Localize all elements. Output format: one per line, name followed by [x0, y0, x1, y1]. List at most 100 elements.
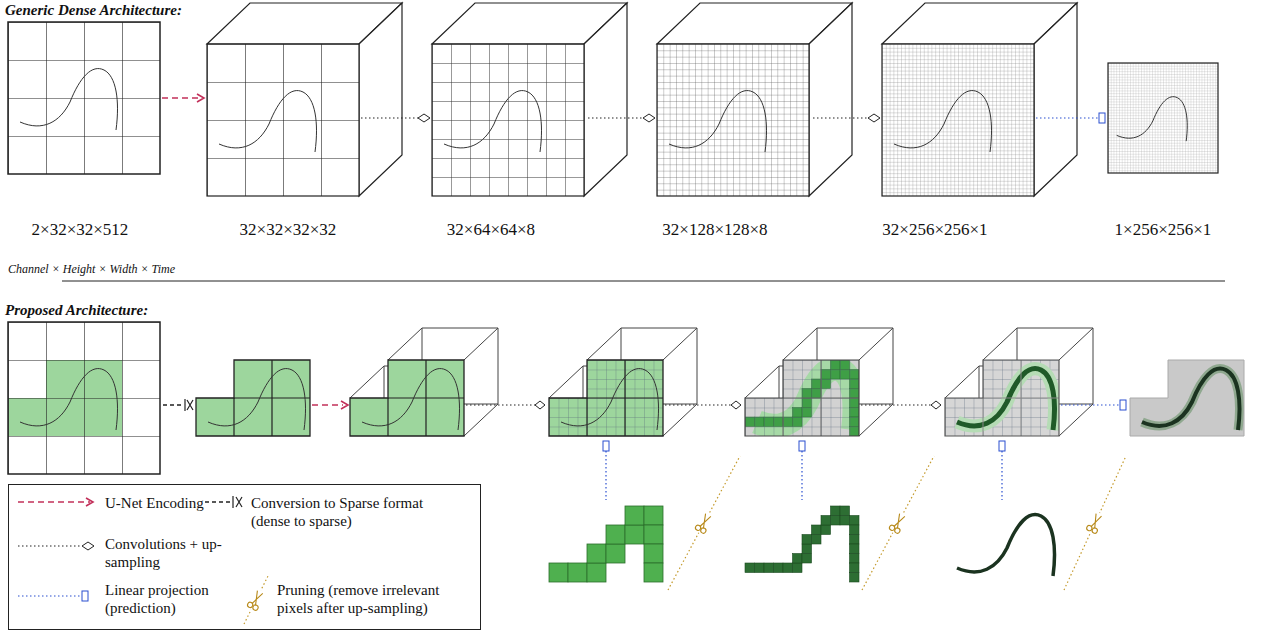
- sparse-feature-volume: [350, 360, 464, 436]
- legend-symbol: [82, 591, 88, 601]
- legend-symbol: [246, 587, 267, 612]
- pruned-feature-volume: [983, 360, 1059, 436]
- pruning-symbol: [1090, 514, 1101, 529]
- dense-feature-cube: [669, 91, 767, 152]
- conv-upsample-connector: [731, 401, 741, 409]
- linear-projection-connector: [1099, 113, 1105, 123]
- input-feature-grid: [8, 322, 160, 474]
- linear-projection-connector: [1036, 113, 1105, 123]
- sparse-feature-volume: [350, 328, 498, 436]
- unet-encoding-arrow: [312, 401, 348, 409]
- dense-feature-cube: [894, 91, 992, 152]
- dense-feature-cube: [207, 44, 359, 196]
- linear-projection-connector: [603, 400, 1126, 500]
- sparse-conversion-arrow: [163, 404, 184, 405]
- conv-upsample-connector: [868, 114, 880, 122]
- input-feature-grid: [20, 369, 118, 430]
- conv-upsample-connector: [466, 404, 535, 405]
- dimension-label: 2×32×32×512: [32, 220, 129, 240]
- legend-text: U-Net Encoding: [105, 494, 204, 512]
- legend-symbol: [82, 542, 94, 550]
- linear-projection-connector: [799, 441, 805, 451]
- legend-symbol: [246, 587, 267, 612]
- conv-upsample-connector: [588, 117, 643, 118]
- dense-feature-cube: [1034, 3, 1077, 196]
- pruning-symbol: [694, 510, 715, 535]
- pruning-symbol: [694, 510, 715, 535]
- sparse-feature-volume: [587, 360, 663, 436]
- legend-symbol: [233, 496, 242, 508]
- dimension-label: 32×64×64×8: [447, 220, 535, 240]
- legend-symbol: [244, 576, 268, 624]
- legend-symbol: [18, 496, 268, 624]
- sparse-feature-volume: [549, 360, 663, 436]
- conv-upsample-connector: [466, 401, 941, 409]
- pruned-feature-volume: [945, 328, 1093, 436]
- pruned-feature-volume: [745, 328, 893, 436]
- input-feature-grid: [20, 69, 118, 130]
- pruning-symbol: [862, 456, 934, 590]
- sparse-feature-volume: [549, 360, 663, 436]
- legend-symbol: [18, 545, 82, 546]
- legend-symbol: [18, 595, 82, 596]
- input-feature-grid: [8, 22, 160, 174]
- conv-upsample-connector: [361, 114, 880, 122]
- dense-output-grid: [1117, 97, 1188, 141]
- dense-feature-cube: [207, 44, 359, 196]
- dense-feature-cube: [219, 91, 317, 152]
- input-feature-grid: [8, 22, 160, 174]
- section-heading: Generic Dense Architecture:: [5, 1, 182, 19]
- linear-projection-connector: [1120, 400, 1126, 410]
- sparse-feature-map: [234, 360, 310, 436]
- sparse-feature-map: [196, 360, 310, 436]
- conv-upsample-connector: [861, 404, 931, 405]
- conv-upsample-connector: [361, 117, 418, 118]
- sparse-feature-map: [196, 360, 310, 436]
- intermediate-prediction: [745, 506, 859, 582]
- dense-output-grid: [1108, 63, 1218, 173]
- legend-text: Convolutions + up-sampling: [105, 535, 237, 571]
- dense-feature-cube: [882, 3, 1077, 196]
- dense-output-grid: [1108, 63, 1218, 173]
- pruned-feature-volume: [745, 360, 859, 436]
- pruning-symbol: [888, 510, 909, 535]
- pruning-symbol: [888, 510, 909, 535]
- pruned-feature-volume: [945, 360, 1059, 436]
- linear-projection-connector: [605, 451, 606, 500]
- unet-encoding-arrow: [162, 94, 204, 102]
- conv-upsample-connector: [931, 401, 941, 409]
- legend-text: Pruning (remove irrelevant pixels after …: [277, 581, 475, 617]
- conv-upsample-connector: [418, 114, 430, 122]
- dense-feature-cube: [584, 3, 627, 196]
- sparse-prediction: [1130, 360, 1244, 436]
- sparse-prediction: [1130, 360, 1244, 436]
- intermediate-prediction: [957, 515, 1055, 576]
- sparse-feature-volume: [549, 360, 663, 436]
- dense-feature-cube: [882, 44, 1034, 196]
- sparse-prediction: [1130, 360, 1244, 436]
- pruned-feature-volume: [945, 360, 1059, 436]
- pruning-symbol: [699, 514, 711, 529]
- sparse-feature-map: [208, 369, 306, 430]
- sparse-conversion-arrow: [185, 399, 193, 411]
- dense-feature-cube: [657, 44, 809, 196]
- input-feature-grid: [8, 322, 160, 474]
- dimension-label: 32×256×256×1: [882, 220, 987, 240]
- legend-text: Linear projection (prediction): [105, 581, 227, 617]
- sparse-feature-volume: [549, 328, 697, 436]
- dense-feature-cube: [882, 44, 1034, 196]
- sparse-feature-volume: [549, 328, 697, 436]
- pruning-symbol: [668, 456, 740, 590]
- legend-text: Conversion to Sparse format (dense to sp…: [251, 494, 456, 530]
- pruned-feature-volume: [745, 360, 859, 436]
- dense-feature-cube: [207, 44, 359, 196]
- sparse-conversion-arrow: [163, 399, 193, 411]
- pruned-feature-volume: [957, 369, 1055, 430]
- linear-projection-connector: [1001, 451, 1002, 500]
- sparse-prediction: [1142, 369, 1240, 430]
- dense-feature-cube: [657, 44, 809, 196]
- linear-projection-connector: [603, 441, 609, 451]
- linear-projection-connector: [1036, 117, 1099, 118]
- dense-feature-cube: [657, 44, 809, 196]
- conv-upsample-connector: [813, 117, 868, 118]
